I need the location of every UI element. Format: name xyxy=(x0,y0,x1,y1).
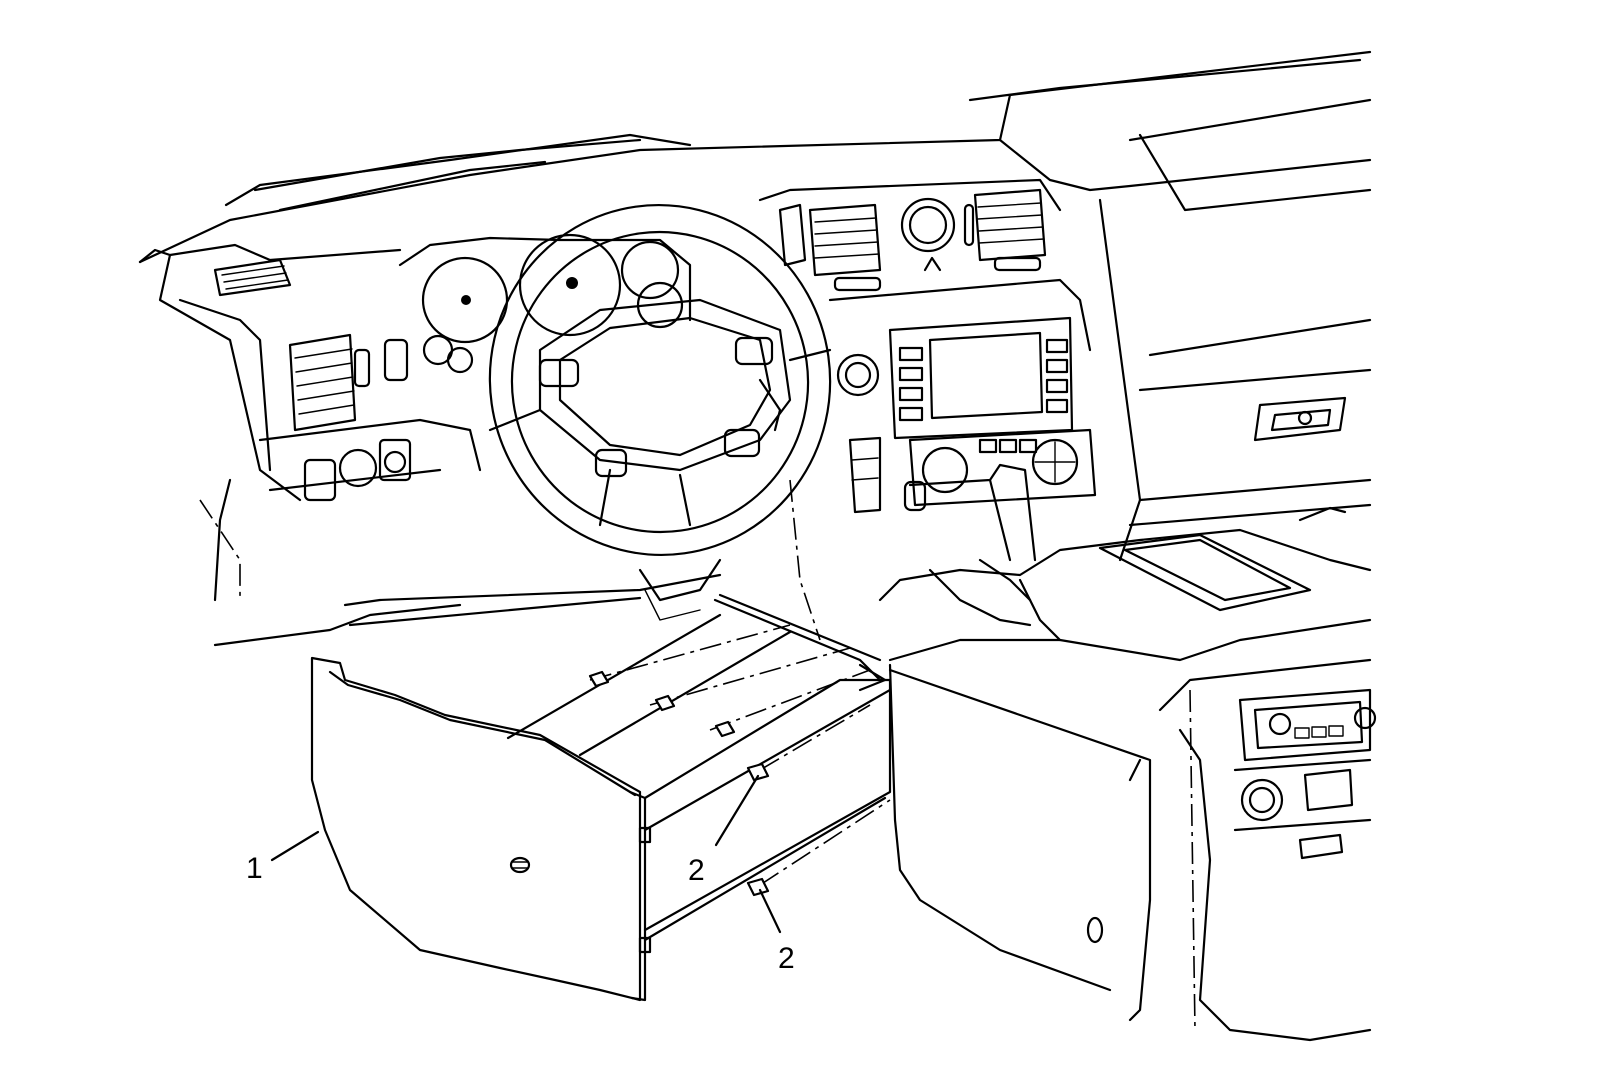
steering-column xyxy=(638,558,722,621)
callout-2-upper: 2 xyxy=(688,774,760,887)
floor-trim xyxy=(199,479,887,692)
callout-2-lower: 2 xyxy=(758,888,795,975)
transmission-shifter xyxy=(903,463,1037,562)
dashboard-top xyxy=(138,50,1372,647)
center-stack xyxy=(758,178,1092,352)
center-console xyxy=(878,528,1377,1042)
callout-1: 1 xyxy=(246,830,320,885)
fastener-clips xyxy=(588,670,770,897)
installation-guides xyxy=(589,624,891,886)
left-vent xyxy=(213,258,409,432)
climate-controls xyxy=(848,428,1097,514)
headlamp-switch xyxy=(258,418,482,502)
callout-2-lower-label: 2 xyxy=(778,942,795,975)
callout-2-upper-label: 2 xyxy=(688,854,705,887)
knee-bolster-panel xyxy=(310,613,892,1002)
instrument-cluster xyxy=(398,233,692,374)
callout-1-label: 1 xyxy=(246,852,263,885)
steering-wheel xyxy=(488,203,832,557)
navigation-screen xyxy=(836,316,1074,440)
passenger-dash xyxy=(1098,198,1372,562)
